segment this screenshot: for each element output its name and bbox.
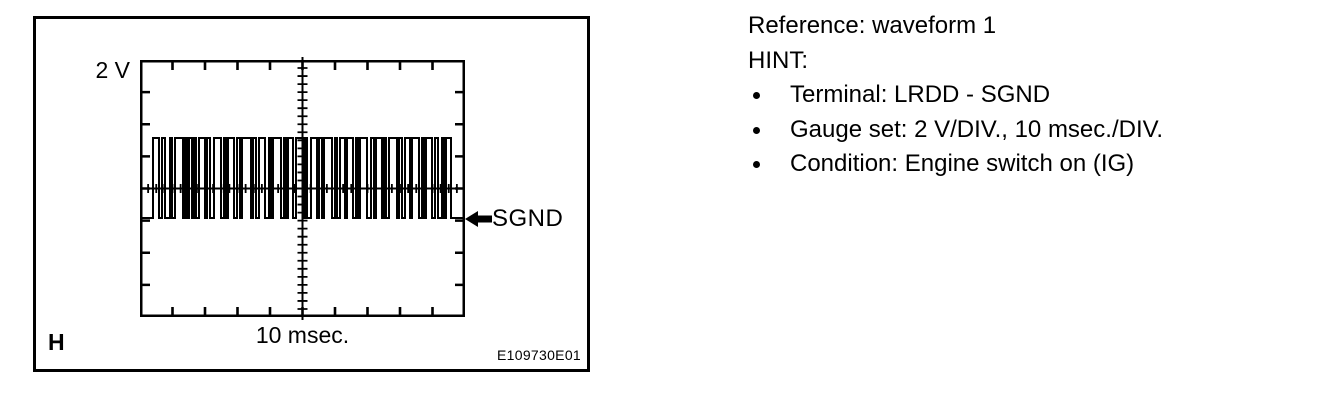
hint-bullet-list: Terminal: LRDD - SGND Gauge set: 2 V/DIV… (748, 78, 1308, 182)
bullet-icon (753, 161, 760, 168)
waveform-figure-box: 2 V 10 msec. SGND H E109730E01 (33, 16, 590, 372)
sgnd-callout: SGND (465, 205, 564, 232)
bullet-text: Terminal: LRDD - SGND (790, 81, 1051, 108)
figure-corner-label: H (48, 329, 65, 355)
reference-line: Reference: waveform 1 (748, 12, 997, 39)
list-item: Gauge set: 2 V/DIV., 10 msec./DIV. (748, 113, 1308, 148)
list-item: Terminal: LRDD - SGND (748, 78, 1308, 113)
left-arrow-icon (465, 211, 492, 227)
waveform-trace (140, 137, 465, 219)
hint-label: HINT: (748, 46, 808, 74)
bullet-text: Gauge set: 2 V/DIV., 10 msec./DIV. (790, 115, 1164, 143)
list-item: Condition: Engine switch on (IG) (748, 147, 1308, 182)
time-scale-label: 10 msec. (255, 322, 350, 348)
voltage-scale-label: 2 V (95, 57, 130, 83)
bullet-icon (753, 126, 760, 134)
bullet-icon (753, 92, 760, 99)
signal-level-label: SGND (492, 205, 564, 232)
scope-grid-svg (140, 57, 465, 320)
figure-code: E109730E01 (497, 347, 581, 363)
hint-panel: Reference: waveform 1 HINT: Terminal: LR… (748, 9, 1308, 182)
bullet-text: Condition: Engine switch on (IG) (790, 150, 1135, 177)
